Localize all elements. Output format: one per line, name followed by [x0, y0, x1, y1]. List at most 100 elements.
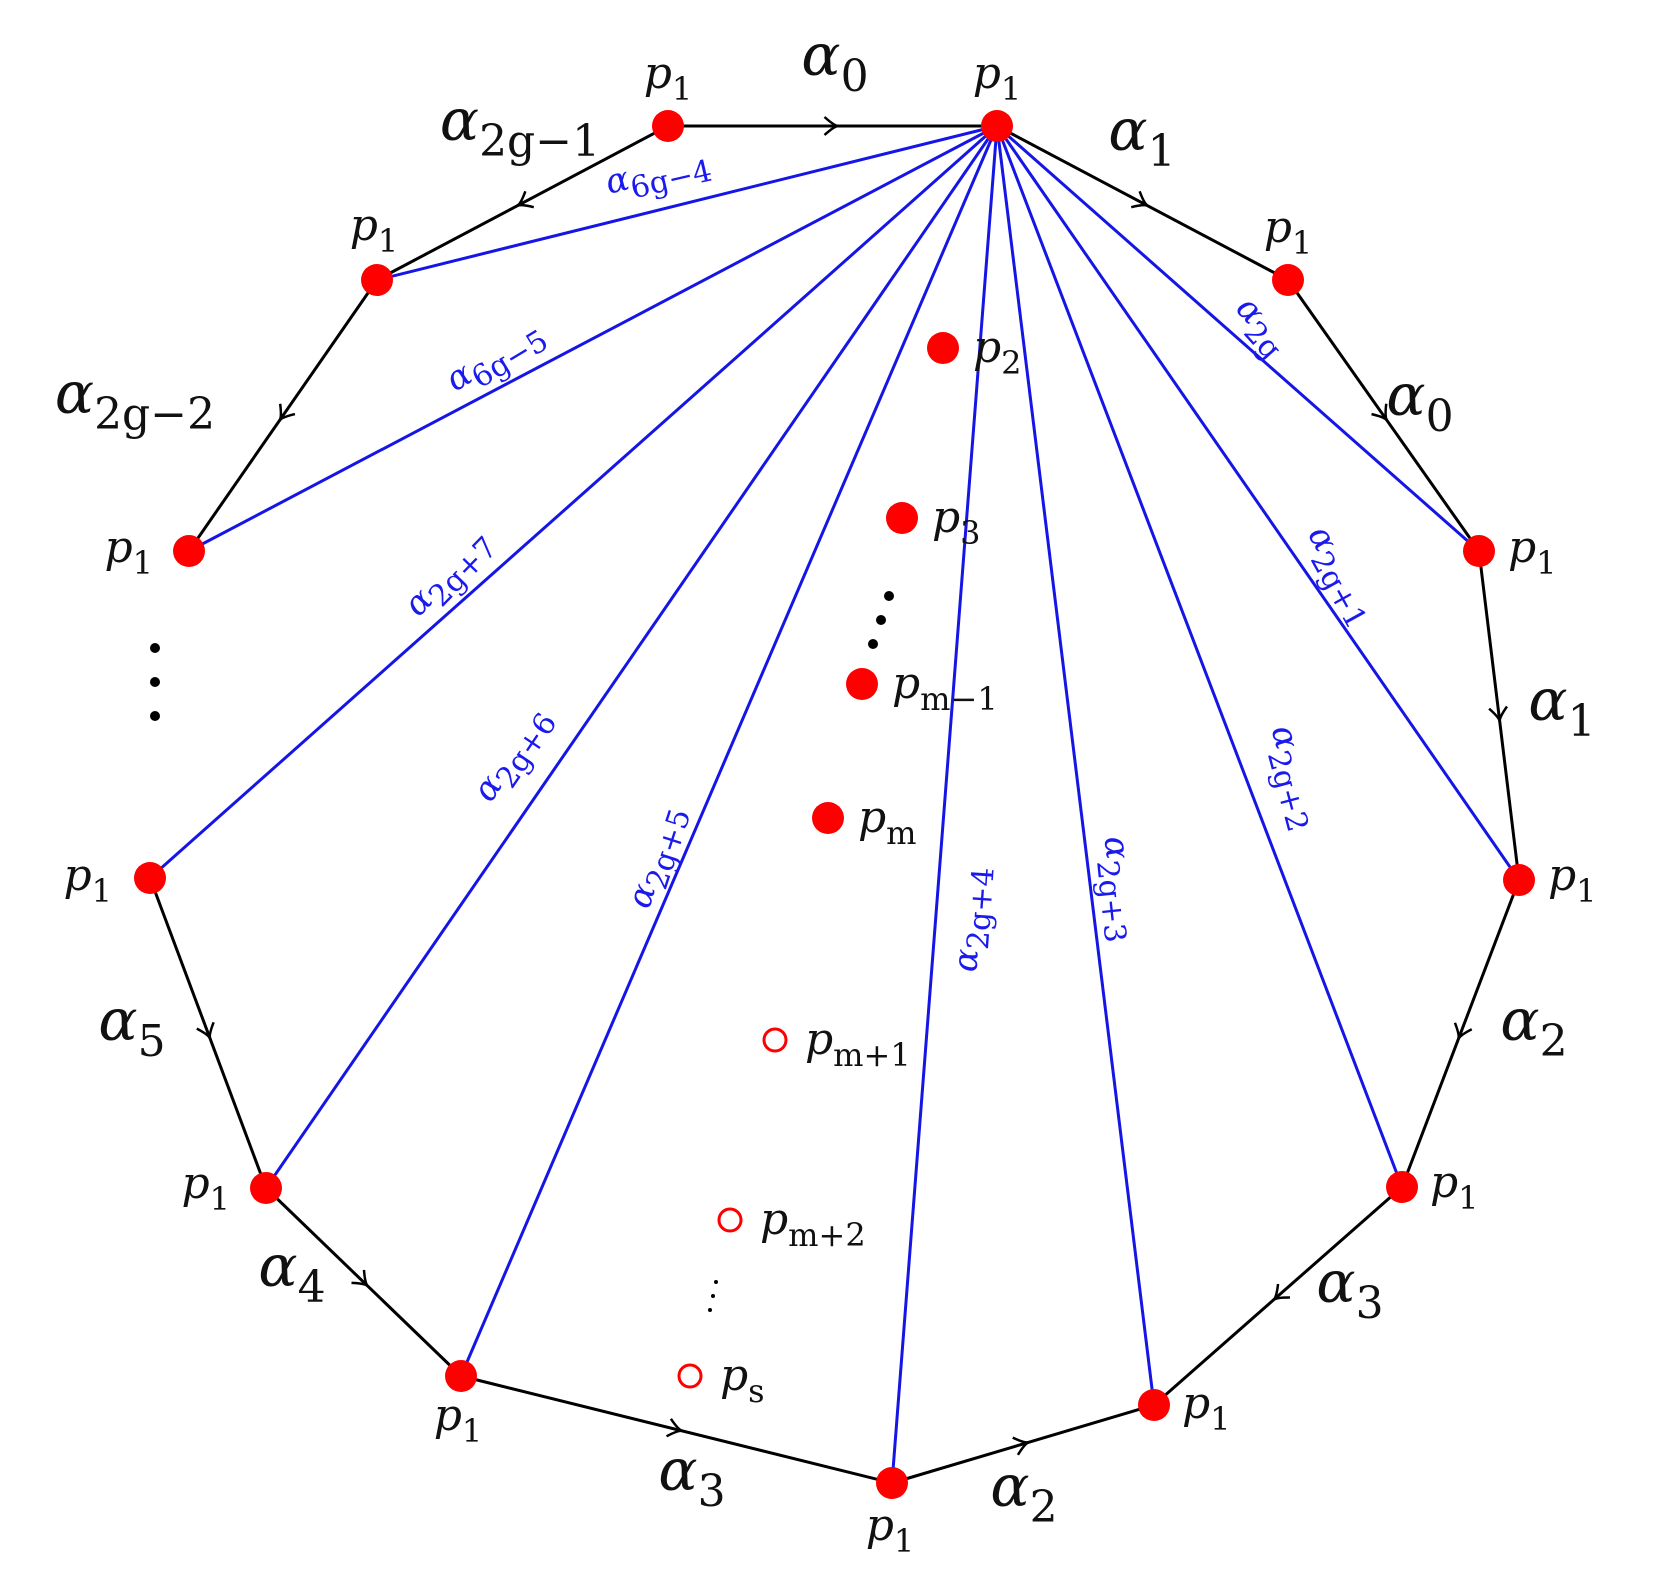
polygon-edge: [376, 124, 669, 282]
polygon-edge-label: α3: [658, 1436, 725, 1517]
polygon-edge: [460, 1374, 893, 1485]
interior-point-open: [677, 1363, 703, 1389]
diagonals: [149, 124, 1521, 1484]
vertex-label: p1: [350, 200, 399, 260]
polygon-edge-label: α5: [98, 986, 165, 1067]
edge-arrow: [1488, 705, 1508, 722]
vertex-dot: [1503, 864, 1535, 896]
polygon-edge-label: α3: [1316, 1248, 1383, 1329]
vertex-label: p1: [434, 1390, 483, 1450]
vertex-label: p1: [63, 850, 112, 910]
polygon-edge-label: α1: [1108, 96, 1175, 177]
diagonal-label: α2g+1: [1292, 519, 1386, 635]
polygon-edge: [187, 279, 379, 552]
ellipsis-dot: [711, 1294, 715, 1298]
ellipsis-dot: [868, 639, 878, 649]
interior-point-filled: [927, 332, 959, 364]
polygon-edge-label: α2: [990, 1452, 1057, 1533]
edge-arrow: [1371, 403, 1389, 422]
ellipsis-dot: [714, 1280, 718, 1284]
vertices: [134, 110, 1535, 1499]
polygon-edge: [1477, 550, 1521, 881]
vertex-dot: [1463, 535, 1495, 567]
interior-point-filled: [886, 502, 918, 534]
edge-arrow: [351, 1269, 369, 1288]
diagonal: [264, 125, 999, 1189]
ellipsis-dot: [150, 711, 160, 721]
edge-arrow: [1012, 1436, 1030, 1456]
vertex-dot: [361, 264, 393, 296]
interior-points: [677, 332, 959, 1389]
ellipsis-dot: [876, 615, 886, 625]
edge-arrows: [196, 116, 1508, 1456]
interior-point-open: [762, 1027, 788, 1053]
diagonal-label: α2g+3: [1087, 834, 1147, 944]
diagonal: [890, 125, 999, 1484]
interior-point-label: p2: [973, 322, 1022, 382]
interior-point-label: p3: [932, 492, 981, 552]
diagonal: [996, 124, 1480, 553]
polygon-edge: [996, 124, 1289, 282]
edge-arrow: [278, 403, 296, 422]
interior-point-label: ps: [720, 1350, 765, 1410]
diagonal: [995, 125, 1156, 1406]
vertex-label: p1: [1508, 522, 1557, 582]
polygon-edge-label: α1: [1528, 666, 1595, 747]
labels: α0α1α0α1α2α3α2α3α4α5α2g−2α2g−1α2gα2g+1α2…: [55, 21, 1597, 1560]
edge-arrow: [823, 116, 839, 136]
polygon-edge: [891, 1403, 1155, 1485]
diagonal: [459, 125, 999, 1377]
vertex-label: p1: [866, 1500, 915, 1560]
diagonal-label: α2g+4: [945, 865, 1001, 974]
edge-arrow: [516, 190, 535, 209]
diagonal-label: α2g: [1221, 288, 1298, 366]
vertex-label: p1: [1182, 1378, 1231, 1438]
vertex-dot: [1272, 264, 1304, 296]
polygon-edge: [1286, 279, 1481, 552]
interior-point-open: [717, 1207, 743, 1233]
vertex-dot: [1138, 1389, 1170, 1421]
vertex-dot: [981, 110, 1013, 142]
diagonal-label: α2g+5: [619, 800, 698, 915]
polygon-edge-label: α2: [1500, 986, 1567, 1067]
diagonal: [149, 124, 998, 880]
polygon-edge: [264, 1186, 463, 1378]
diagonal: [995, 125, 1521, 881]
polygon-edge-label: α2g−1: [440, 86, 600, 167]
ellipsis-dot: [708, 1308, 712, 1312]
vertex-dot: [445, 1360, 477, 1392]
interior-point-label: pm+1: [805, 1014, 911, 1074]
vertex-dot: [1386, 1171, 1418, 1203]
polygon-edge-label: α2g−2: [55, 359, 215, 440]
vertex-label: p1: [644, 48, 693, 108]
interior-point-label: pm+2: [760, 1194, 866, 1254]
polygon-edge: [1153, 1185, 1403, 1407]
diagonal: [995, 125, 1404, 1188]
ellipses: [150, 591, 894, 1312]
interior-point-filled: [812, 802, 844, 834]
interior-point-filled: [846, 668, 878, 700]
ellipsis-dot: [150, 643, 160, 653]
vertex-label: p1: [1430, 1157, 1479, 1217]
polygon-edge-label: α4: [258, 1232, 325, 1313]
diagonal-label: α2g+2: [1254, 721, 1329, 836]
ellipsis-dot: [884, 591, 894, 601]
diagonal: [188, 124, 998, 553]
vertex-label: p1: [181, 1158, 230, 1218]
polygon-edges: [148, 124, 1521, 1485]
diagonal-label: α6g−5: [439, 311, 555, 407]
vertex-label: p1: [973, 48, 1022, 108]
vertex-dot: [876, 1467, 908, 1499]
polygon-edge: [1400, 879, 1521, 1188]
diagonal: [376, 124, 998, 282]
vertex-label: p1: [104, 522, 153, 582]
interior-point-label: pm: [858, 792, 917, 852]
vertex-dot: [652, 110, 684, 142]
polygon-edge-label: α0: [801, 21, 868, 102]
edge-arrow: [1130, 190, 1149, 209]
ellipsis-dot: [150, 677, 160, 687]
vertex-label: p1: [1548, 850, 1597, 910]
vertex-dot: [134, 862, 166, 894]
interior-point-label: pm−1: [892, 658, 998, 718]
